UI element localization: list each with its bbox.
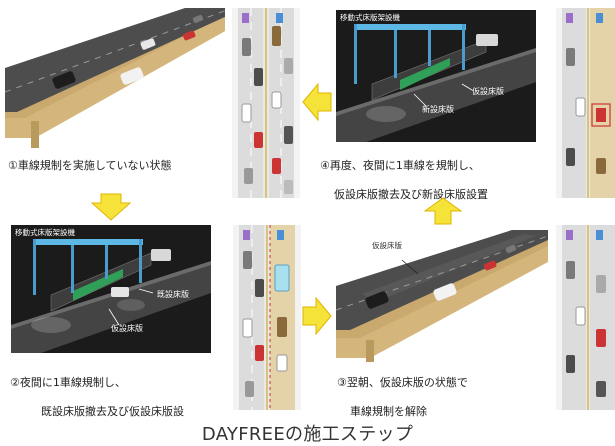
step2-existing-deck-label: 既設床版	[157, 290, 189, 299]
step2-caption-line2: 既設床版撤去及び仮設床版設	[41, 405, 184, 418]
step4-new-deck-label: 新設床版	[422, 105, 454, 114]
arrow-left-icon	[302, 82, 332, 126]
step1-bridge-illustration	[5, 8, 225, 148]
step4-caption-line1: ④再度、夜間に1車線を規制し、	[320, 159, 480, 172]
step2-machine-label: 移動式床版架設機	[15, 228, 75, 237]
arrow-down-icon	[90, 193, 132, 225]
step1-caption: ①車線規制を実施していない状態	[8, 159, 172, 172]
step4-temporary-deck-label: 仮設床版	[472, 87, 504, 96]
step3-caption-line2: 車線規制を解除	[350, 405, 427, 418]
step2-caption-line1: ②夜間に1車線規制し、	[10, 376, 126, 389]
step2-night-illustration: 移動式床版架設機 既設床版 仮設床版	[11, 225, 211, 353]
step4-machine-label: 移動式床版架設機	[340, 13, 400, 22]
step3-bridge-illustration: 仮設床版	[336, 222, 548, 362]
arrow-right-icon	[302, 296, 332, 340]
step4-night-illustration: 移動式床版架設機 仮設床版 新設床版	[336, 10, 536, 142]
lane-plan-step2	[233, 225, 301, 410]
arrow-up-icon	[423, 197, 463, 229]
lane-plan-right-bottom	[556, 225, 615, 410]
step3-caption-line1: ③翌朝、仮設床版の状態で	[337, 376, 468, 389]
lane-plan-right-top	[556, 8, 615, 198]
lane-plan-step4	[232, 8, 300, 198]
step2-temporary-deck-label: 仮設床版	[111, 324, 143, 333]
step3-temporary-deck-label: 仮設床版	[372, 241, 402, 250]
step4-caption-line2: 仮設床版撤去及び新設床版設置	[334, 188, 488, 201]
diagram-title: DAYFREEの施工ステップ	[201, 424, 414, 445]
